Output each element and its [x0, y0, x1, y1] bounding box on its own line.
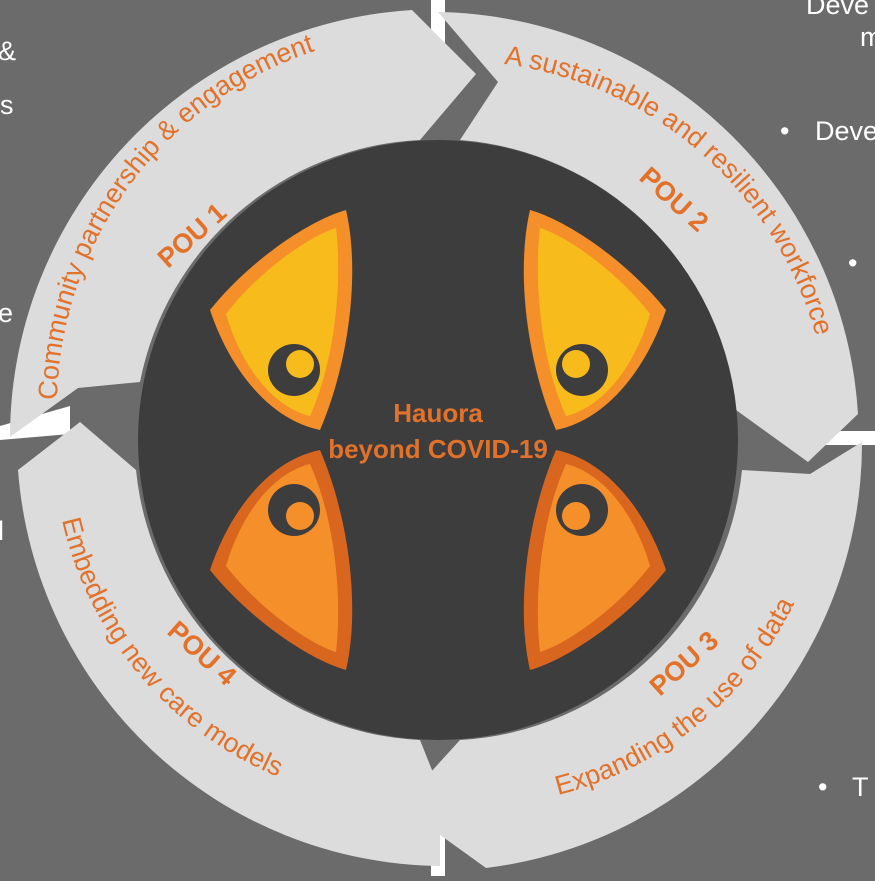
right-edge-fragment-4: T	[852, 772, 869, 802]
koru-bottom-left	[210, 450, 353, 670]
koru-top-left	[210, 210, 353, 430]
ring-segments	[10, 10, 863, 868]
left-edge-fragment-4: l	[0, 516, 4, 546]
koru-motifs	[210, 210, 666, 670]
koru-top-right	[523, 210, 666, 430]
ring-segment-pou3	[400, 442, 863, 868]
ring-segment-pou4	[18, 422, 440, 866]
right-edge-fragment-3: Deve	[815, 116, 875, 146]
ring-segment-pou1	[10, 10, 476, 437]
right-edge-fragment-2: m	[860, 22, 875, 52]
right-bullet-3: •	[818, 772, 828, 802]
right-bullet-1: •	[780, 116, 790, 146]
left-edge-fragment-1: &	[0, 38, 16, 65]
left-edge-fragment-2: s	[0, 90, 14, 120]
right-bullet-2: •	[848, 248, 858, 278]
koru-bottom-right	[523, 450, 666, 670]
left-edge-fragment-3: e	[0, 298, 14, 328]
ring-segment-pou2	[438, 12, 858, 462]
center-title-line1: Hauora	[393, 398, 483, 428]
center-title-line2: beyond COVID-19	[328, 434, 548, 464]
right-edge-fragment-1: Deve	[806, 0, 870, 20]
